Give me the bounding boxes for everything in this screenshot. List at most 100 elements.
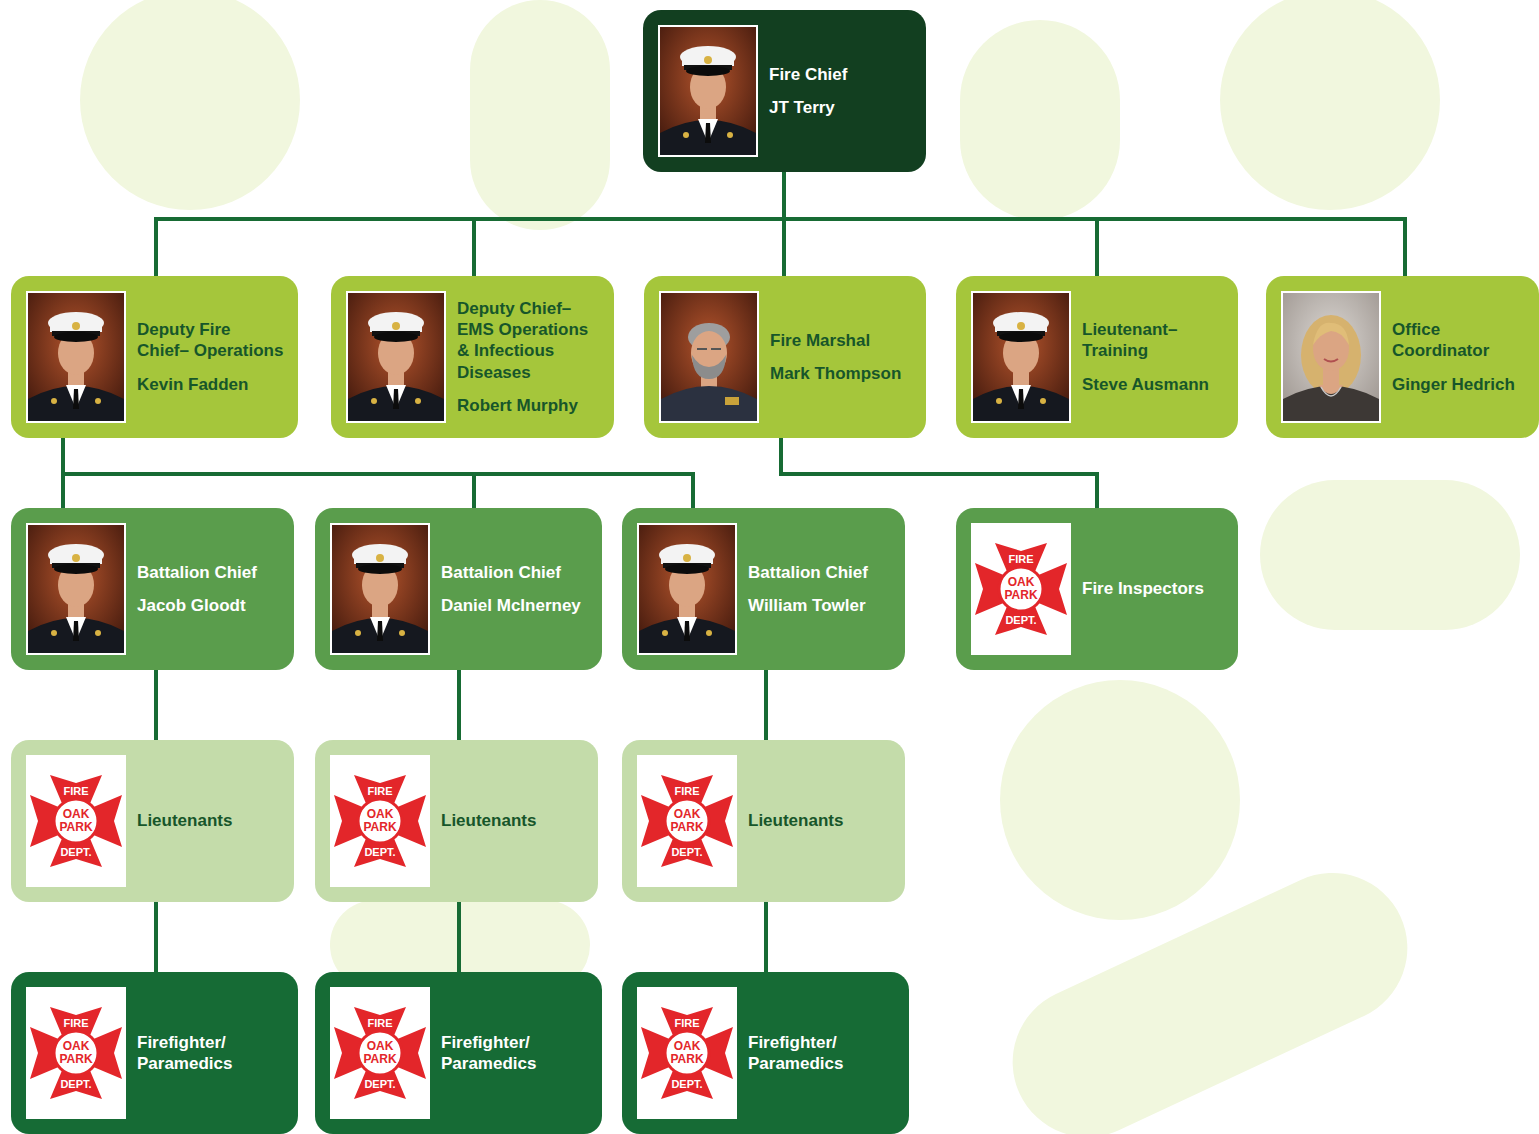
org-box: FIREOAK PARKDEPT. Lieutenants: [11, 740, 294, 902]
cap-badge: [392, 322, 400, 330]
body: [661, 386, 757, 421]
tie: [684, 621, 690, 641]
background-shape: [80, 0, 300, 210]
org-box: Battalion ChiefJacob Gloodt: [11, 508, 294, 670]
badge-text: DEPT.: [56, 845, 96, 859]
collar-pin: [95, 398, 101, 404]
cap-visor: [54, 332, 98, 342]
portrait-photo: [1281, 291, 1381, 423]
portrait-photo: [346, 291, 446, 423]
collar-pin: [662, 630, 668, 636]
badge-text: OAK PARK: [358, 1040, 402, 1066]
org-box: FIREOAK PARKDEPT. Firefighter/ Paramedics: [315, 972, 602, 1134]
role-title: Firefighter/ Paramedics: [441, 1032, 590, 1075]
role-title: Lieutenants: [137, 810, 282, 831]
shirt-collar: [370, 617, 390, 641]
text-stack: Lieutenants: [137, 810, 282, 831]
cap-side: [50, 323, 102, 332]
person-name: William Towler: [748, 595, 893, 616]
photo-background: [660, 27, 756, 155]
cap-badge: [376, 554, 384, 562]
cross-group: [30, 1007, 122, 1099]
background-shape: [1260, 480, 1520, 630]
cap-badge: [683, 554, 691, 562]
smile: [1324, 359, 1338, 362]
collar-pin: [51, 398, 57, 404]
background-shapes: [80, 0, 1520, 1134]
photo-background: [973, 293, 1069, 421]
cap-side: [682, 57, 734, 66]
text-stack: Fire Inspectors: [1082, 578, 1226, 599]
tie: [1018, 389, 1024, 409]
glasses: [697, 348, 721, 350]
role-title: Battalion Chief: [137, 562, 282, 583]
person-name: Robert Murphy: [457, 395, 602, 416]
background-shape: [960, 20, 1120, 220]
reporting-line: [156, 172, 784, 276]
person-name: Daniel McInerney: [441, 595, 590, 616]
text-stack: Battalion ChiefWilliam Towler: [748, 562, 893, 617]
cross-group: [30, 775, 122, 867]
shirt-collar: [66, 617, 86, 641]
cap-crown: [368, 312, 424, 334]
background-shape: [1000, 680, 1240, 920]
photo-background: [28, 293, 124, 421]
shirt-patch: [725, 397, 739, 405]
badge-text: DEPT.: [360, 845, 400, 859]
portrait-image: [639, 525, 735, 653]
hair: [1301, 315, 1361, 395]
department-badge: FIREOAK PARKDEPT.: [26, 987, 126, 1119]
cross-group: [334, 775, 426, 867]
portrait-image: [28, 525, 124, 653]
text-stack: Battalion ChiefJacob Gloodt: [137, 562, 282, 617]
cap-visor: [686, 66, 730, 76]
cap-crown: [48, 312, 104, 334]
reporting-line: [474, 172, 784, 276]
department-badge: FIREOAK PARKDEPT.: [26, 755, 126, 887]
photo-background: [348, 293, 444, 421]
badge-text: DEPT.: [56, 1077, 96, 1091]
portrait-photo: [26, 291, 126, 423]
portrait-photo: [637, 523, 737, 655]
badge-seal: [54, 799, 98, 843]
text-stack: Firefighter/ Paramedics: [748, 1032, 897, 1075]
department-badge: FIREOAK PARKDEPT.: [971, 523, 1071, 655]
body: [28, 618, 124, 653]
department-badge: FIREOAK PARKDEPT.: [330, 987, 430, 1119]
org-box: Office CoordinatorGinger Hedrich: [1266, 276, 1539, 438]
shirt-collar: [677, 617, 697, 641]
text-stack: Fire ChiefJT Terry: [769, 64, 914, 119]
reporting-line: [154, 670, 158, 740]
photo-background: [1283, 293, 1379, 421]
body: [28, 386, 124, 421]
reporting-line: [457, 902, 461, 972]
portrait-image: [660, 27, 756, 155]
portrait-photo: [330, 523, 430, 655]
portrait-photo: [659, 291, 759, 423]
badge-text: FIRE: [667, 784, 707, 798]
shirt-collar: [386, 385, 406, 409]
tie: [393, 389, 399, 409]
person-name: Kevin Fadden: [137, 374, 286, 395]
text-stack: Lieutenant– TrainingSteve Ausmann: [1082, 319, 1226, 395]
text-stack: Firefighter/ Paramedics: [137, 1032, 286, 1075]
collar-pin: [706, 630, 712, 636]
collar-pin: [355, 630, 361, 636]
background-shape: [1220, 0, 1440, 210]
collar-pin: [415, 398, 421, 404]
org-box: Deputy Chief– EMS Operations & Infectiou…: [331, 276, 614, 438]
shirt-collar: [66, 385, 86, 409]
cap-visor: [665, 564, 709, 574]
badge-text: FIRE: [56, 1016, 96, 1030]
portrait-image: [348, 293, 444, 421]
role-title: Deputy Fire Chief– Operations: [137, 319, 286, 362]
reporting-line: [63, 438, 693, 508]
role-title: Lieutenant– Training: [1082, 319, 1226, 362]
person-name: Mark Thompson: [770, 363, 914, 384]
reporting-line: [154, 902, 158, 972]
portrait-image: [661, 293, 757, 421]
tie: [73, 621, 79, 641]
text-stack: Lieutenants: [748, 810, 893, 831]
badge-seal: [665, 799, 709, 843]
